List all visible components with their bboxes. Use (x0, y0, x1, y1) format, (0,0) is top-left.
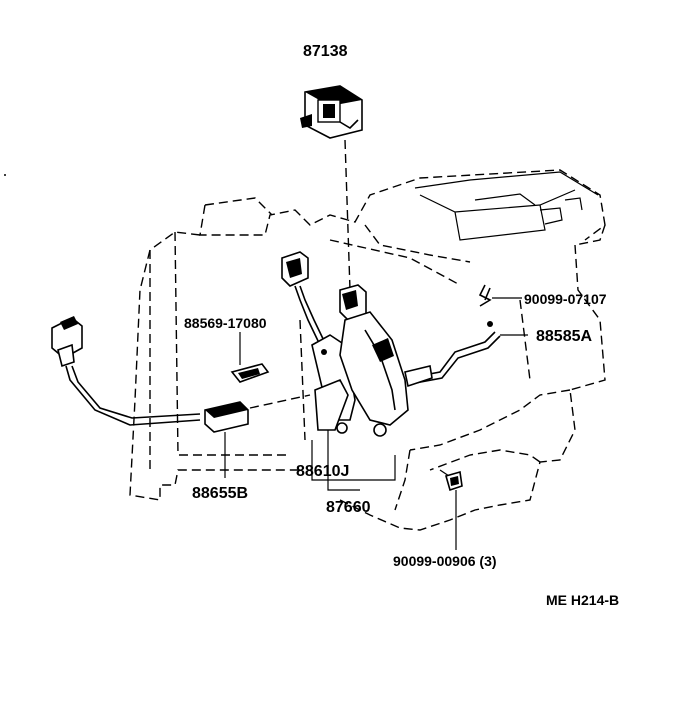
label-88610J: 88610J (296, 463, 349, 480)
drawing-code: ME H214-B (546, 592, 619, 608)
label-88585A: 88585A (536, 328, 592, 345)
label-88655B: 88655B (192, 485, 248, 502)
stray-dot (4, 174, 6, 176)
label-87660: 87660 (326, 499, 371, 516)
clip-90099-07107 (478, 284, 522, 307)
heater-housing-outline (129, 169, 606, 531)
label-88569-17080: 88569-17080 (184, 315, 267, 331)
wire-88585A (404, 321, 528, 388)
actuator-assembly (249, 251, 409, 491)
label-90099-00906: 90099-00906 (3) (393, 553, 497, 569)
screw-90099-00906 (439, 469, 463, 550)
label-90099-07107: 90099-07107 (524, 291, 607, 307)
blower-resistor-87138 (300, 85, 363, 291)
harness-connector-88655B (51, 316, 249, 478)
clip-88569-17080 (230, 332, 270, 383)
label-87138: 87138 (303, 43, 348, 60)
